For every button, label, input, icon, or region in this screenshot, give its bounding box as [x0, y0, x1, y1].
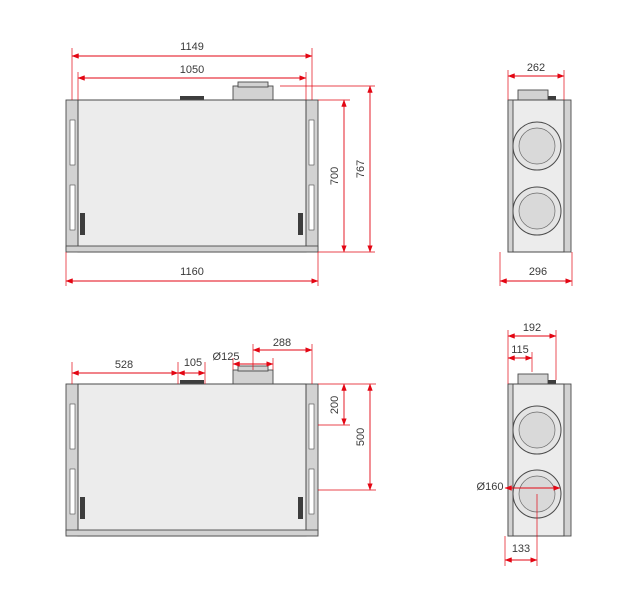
dim-1160: 1160 [180, 266, 204, 278]
dim-1149: 1149 [180, 41, 204, 53]
dim-1050: 1050 [180, 64, 204, 76]
dim-133: 133 [512, 543, 530, 555]
dim-105: 105 [184, 357, 202, 369]
side-view-bottom: 192 115 Ø160 133 [477, 322, 572, 566]
duct-collar [232, 85, 274, 101]
unit-body-bottom [77, 383, 307, 537]
dim-262: 262 [527, 62, 545, 74]
dim-d125: Ø125 [213, 351, 240, 363]
dim-767: 767 [355, 160, 367, 178]
dim-528: 528 [115, 359, 133, 371]
dim-200: 200 [329, 396, 341, 414]
dim-192: 192 [523, 322, 541, 334]
front-view-bottom: 528 105 Ø125 288 200 500 [65, 337, 376, 537]
dim-500: 500 [355, 428, 367, 446]
dim-700: 700 [329, 167, 341, 185]
side-view-top: 262 296 [499, 62, 573, 286]
dim-115: 115 [511, 344, 529, 356]
dim-d160: Ø160 [477, 481, 504, 493]
connector-block [180, 96, 204, 102]
base-rail [65, 245, 319, 253]
latch-left [80, 213, 85, 235]
dim-288: 288 [273, 337, 291, 349]
front-view-top: 1149 1050 1160 700 767 [65, 41, 375, 286]
latch-right [298, 213, 303, 235]
unit-body [77, 99, 307, 253]
dim-296: 296 [529, 266, 547, 278]
